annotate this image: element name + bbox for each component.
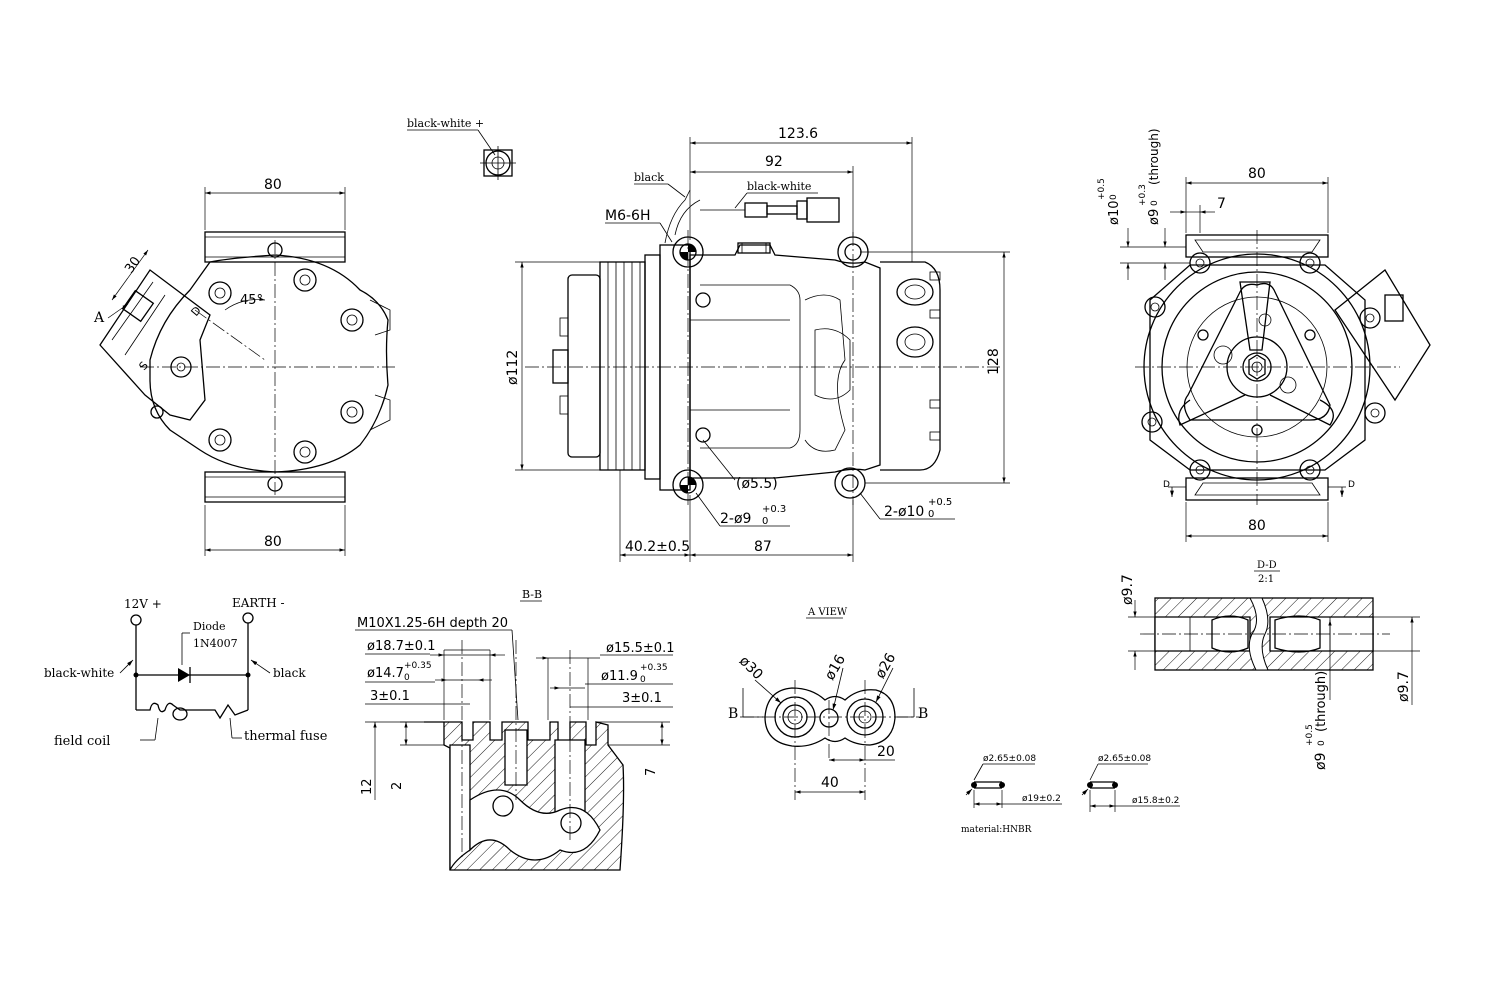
holes-10-tol-lower: 0 (928, 509, 934, 520)
a-view-spacing-20: 20 (877, 744, 895, 760)
hole-small-label: (ø5.5) (736, 476, 778, 492)
front-letter-d: D (188, 304, 203, 319)
oring-left-section: ø2.65±0.08 (983, 754, 1036, 764)
dd-d9-tol-lower: 0 (1317, 740, 1327, 746)
a-view-spacing-40: 40 (821, 775, 839, 791)
wiring-12v: 12V + (124, 597, 162, 611)
section-dd: D-D 2:1 ø9.7 ø9.7 ø9 +0.5 0 (through) (1120, 560, 1420, 770)
front-offset: 30 (122, 254, 144, 276)
holes-9-tol-lower: 0 (762, 516, 768, 527)
wiring-diode-part: 1N4007 (193, 637, 238, 650)
section-bb: B-B M10X1.25-6H depth 20 ø18.7±0.1 ø14.7… (355, 588, 674, 871)
bb-d14-tol-upper: +0.35 (404, 661, 432, 671)
dd-d9-note: (through) (1314, 671, 1329, 732)
bb-h12: 12 (360, 778, 375, 795)
a-view-d26: ø26 (872, 650, 899, 681)
side-view: black black-white M6-6H 123.6 92 ø112 12… (505, 126, 1010, 562)
holes-9-tol-upper: +0.3 (762, 504, 786, 515)
wiring-diagram: 12V + EARTH - Diode 1N4007 black-white b… (44, 596, 328, 749)
rear-inner-offset: 7 (1217, 196, 1226, 212)
wiring-field-coil: field coil (54, 734, 110, 749)
rear-bolts (1141, 252, 1386, 481)
dim-pulley-offset: 40.2±0.5 (625, 539, 690, 555)
wiring-diode: Diode (193, 620, 226, 633)
section-dd-title: D-D (1257, 560, 1277, 571)
front-view-letter-a: A (93, 310, 105, 326)
thread-label: M6-6H (605, 208, 650, 224)
rear-hole-10-tol-lower: 0 (1109, 194, 1119, 200)
wire-black-label: black (634, 171, 664, 184)
front-angle-label: 45° (240, 293, 263, 308)
dim-overall-length: 123.6 (778, 126, 818, 142)
side-mount-bosses (672, 236, 869, 501)
front-view: 45° D S 80 80 30 A (93, 177, 395, 556)
dim-height: 128 (986, 348, 1002, 375)
wiring-black: black (273, 666, 306, 680)
rear-view: 80 7 ø10 +0.5 0 ø9 +0.3 0 (through) D D … (1097, 128, 1431, 542)
a-view: A VIEW B B ø30 ø16 ø26 40 20 (728, 607, 928, 800)
a-view-title: A VIEW (807, 607, 848, 618)
rear-top-width: 80 (1248, 166, 1266, 182)
rear-hole-9-tol-upper: +0.3 (1138, 184, 1148, 206)
connector-label: black-white + (407, 117, 484, 130)
section-dd-scale: 2:1 (1258, 574, 1274, 585)
rear-hole-9: ø9 (1147, 209, 1162, 225)
bb-depth-left: 3±0.1 (370, 689, 410, 704)
bb-thread-note: M10X1.25-6H depth 20 (357, 616, 508, 631)
rear-section-letter-right: D (1348, 480, 1355, 490)
bb-h2: 2 (390, 782, 405, 790)
dd-d9-tol-upper: +0.5 (1305, 724, 1315, 746)
wiring-earth: EARTH - (232, 596, 285, 610)
bb-d11-tol-lower: 0 (640, 675, 646, 685)
oring-material: material:HNBR (961, 825, 1032, 835)
bb-h7: 7 (644, 768, 659, 776)
front-bolts (170, 268, 364, 464)
wire-black-white-label: black-white (747, 180, 811, 193)
bb-d11: ø11.9 (601, 669, 638, 684)
holes-10-tol-upper: +0.5 (928, 497, 952, 508)
dim-mount-spacing: 87 (754, 539, 772, 555)
dim-pulley-diameter: ø112 (505, 350, 521, 385)
dd-d9: ø9 (1313, 753, 1329, 770)
pulley-grooves (607, 262, 641, 470)
bb-d14: ø14.7 (367, 666, 404, 681)
wiring-thermal-fuse: thermal fuse (244, 729, 328, 744)
a-view-section-b-right: B (918, 706, 928, 722)
a-view-section-b-left: B (728, 706, 738, 722)
oring-right-id: ø15.8±0.2 (1132, 796, 1179, 806)
rear-hole-9-note: (through) (1147, 128, 1161, 185)
bb-d18: ø18.7±0.1 (367, 639, 435, 654)
dd-d9-7-left: ø9.7 (1120, 574, 1136, 605)
rear-hole-10-tol-upper: +0.5 (1097, 178, 1107, 200)
rear-section-letter-left: D (1163, 480, 1170, 490)
rear-bottom-width: 80 (1248, 518, 1266, 534)
section-bb-title: B-B (522, 588, 542, 601)
bb-d15: ø15.5±0.1 (606, 641, 674, 656)
oring-left-id: ø19±0.2 (1022, 794, 1061, 804)
bb-d11-tol-upper: +0.35 (640, 663, 668, 673)
wiring-black-white: black-white (44, 666, 114, 680)
connector-detail: black-white + (407, 117, 516, 180)
holes-9-label: 2-ø9 (720, 511, 751, 527)
bb-d14-tol-lower: 0 (404, 673, 410, 683)
front-bottom-width: 80 (264, 534, 282, 550)
dim-length-92: 92 (765, 154, 783, 170)
rear-hole-10: ø10 (1107, 201, 1122, 226)
front-letter-s: S (136, 359, 150, 373)
front-top-width: 80 (264, 177, 282, 193)
dd-d9-7-right: ø9.7 (1396, 671, 1412, 702)
bb-depth-right: 3±0.1 (622, 691, 662, 706)
a-view-d30: ø30 (736, 653, 766, 683)
holes-10-label: 2-ø10 (884, 504, 924, 520)
a-view-d16: ø16 (822, 652, 849, 683)
rear-hole-9-tol-lower: 0 (1150, 200, 1160, 206)
o-rings: ø2.65±0.08 ø19±0.2 material:HNBR ø2.65±0… (961, 754, 1180, 835)
oring-right-section: ø2.65±0.08 (1098, 754, 1151, 764)
